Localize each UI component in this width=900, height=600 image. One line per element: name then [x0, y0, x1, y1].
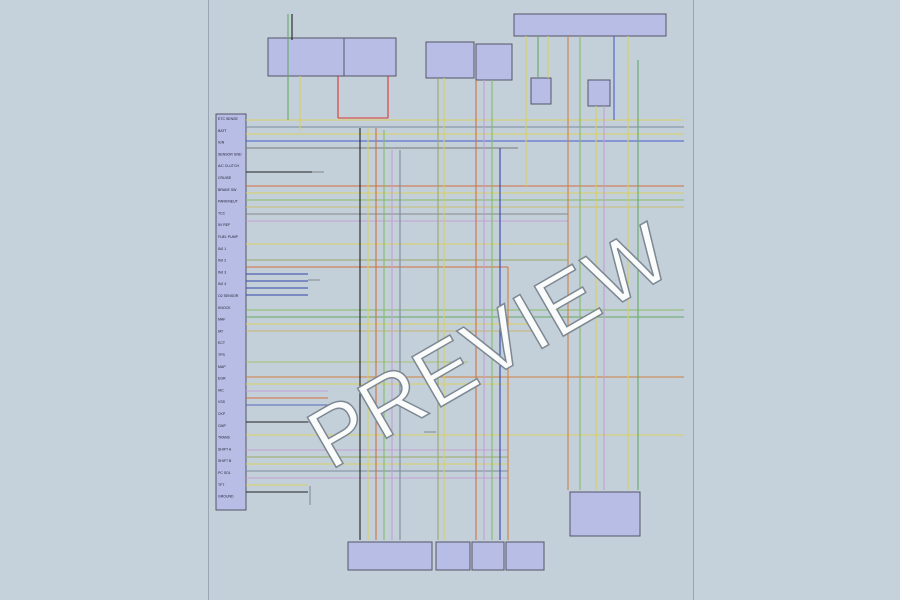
pcm-pin-label: SENSOR GND [218, 152, 242, 156]
top-components [267, 13, 667, 107]
pcm-pin-label: ECT [218, 341, 226, 345]
pcm-pin-label: IGN [218, 141, 225, 145]
pcm-pin-label: SHIFT A [218, 447, 232, 451]
pcm-pin-label: INJ 4 [218, 282, 226, 286]
component-box [343, 37, 397, 77]
pcm-pin-label: ETC SENSE [218, 117, 239, 121]
wires [246, 14, 684, 540]
pcm-pin-label: FUEL PUMP [218, 235, 239, 239]
pcm-pin-label: BATT [218, 129, 228, 133]
pcm-pin-label: CKP [218, 412, 226, 416]
pcm-pin-label: MAF [218, 318, 225, 322]
wiring-diagram: ETC SENSE BATT IGN SENSOR GND A/C CLUTCH CRUI… [215, 13, 684, 571]
pcm-pin-label: 5V REF [218, 223, 230, 227]
pcm-pin-label: IAC [218, 388, 224, 392]
pcm-pin-label: MAP [218, 365, 226, 369]
component-box [513, 13, 667, 37]
pcm-pin-label: IAT [218, 329, 224, 333]
component-box [587, 79, 611, 107]
component-box [530, 77, 552, 105]
pcm-pin-label: TCC [218, 211, 226, 215]
pcm-pin-label: GROUND [218, 495, 234, 499]
pcm-pin-label: INJ 2 [218, 259, 226, 263]
component-box [425, 41, 475, 79]
pcm-pin-label: TRANS [218, 436, 231, 440]
pcm-pin-label: VSS [218, 400, 226, 404]
pcm-pin-label: TPS [218, 353, 225, 357]
pcm-pin-label: INJ 1 [218, 247, 226, 251]
annotations [308, 171, 436, 505]
pcm-pin-label: BRAKE SW [218, 188, 237, 192]
component-box [475, 43, 513, 81]
pcm-pin-label: PARK/NEUT [218, 200, 239, 204]
pcm-connector: ETC SENSE BATT IGN SENSOR GND A/C CLUTCH CRUI… [215, 113, 247, 511]
pcm-pin-label: A/C CLUTCH [218, 164, 239, 168]
pcm-pin-label: PC SOL [218, 471, 231, 475]
pcm-pin-label: KNOCK [218, 306, 231, 310]
pcm-pin-label: TFT [218, 483, 225, 487]
pcm-pin-label: CRUISE [218, 176, 232, 180]
bottom-components [347, 491, 641, 571]
pcm-pin-label: CMP [218, 424, 226, 428]
pcm-pin-label: INJ 3 [218, 270, 226, 274]
pcm-pin-label: O2 SENSOR [218, 294, 239, 298]
pcm-pin-label: EGR [218, 377, 226, 381]
pcm-pin-label: SHIFT B [218, 459, 232, 463]
